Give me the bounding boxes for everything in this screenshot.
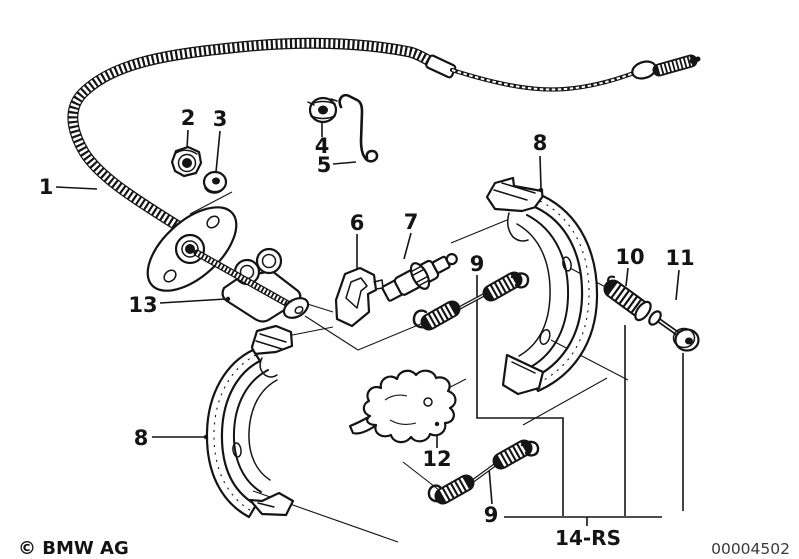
hook-spring: [338, 93, 379, 163]
threaded-rod-clevis: [193, 249, 310, 319]
plate-number: 00004502: [711, 540, 790, 558]
callout-7: 7: [404, 210, 419, 234]
hold-down-spring: [603, 275, 652, 322]
callout-3: 3: [213, 107, 228, 131]
callout-2: 2: [181, 106, 196, 130]
brake-shoe-left: [205, 324, 295, 519]
callout-9-upper: 9: [470, 252, 485, 276]
callout-10: 10: [615, 245, 644, 269]
callout-4: 4: [315, 134, 330, 158]
callout-14rs: 14-RS: [555, 526, 621, 550]
return-spring-upper: [412, 271, 530, 331]
callout-8-right: 8: [533, 131, 548, 155]
leader-lines: [55, 122, 684, 526]
support-bracket: [334, 266, 384, 328]
callout-12: 12: [422, 447, 451, 471]
washer: [202, 170, 228, 194]
brake-shoe-right: [485, 176, 599, 396]
parking-brake-cable: [67, 37, 701, 232]
expander: [348, 369, 457, 444]
callout-8-left: 8: [134, 426, 149, 450]
callout-9-lower: 9: [484, 503, 499, 527]
callout-5: 5: [317, 153, 332, 177]
hex-nut: [170, 145, 203, 178]
hold-down-pin: [648, 310, 700, 352]
callout-labels: 1 2 3 4 5 6 7 8 8 9 9 10 11 12 13 14-RS: [39, 106, 695, 550]
copyright-notice: © BMW AG: [18, 538, 129, 559]
cable-grommet: [307, 96, 338, 124]
callout-11: 11: [665, 246, 694, 270]
adjuster: [381, 252, 458, 302]
return-spring-lower: [427, 439, 540, 505]
callout-13: 13: [128, 293, 157, 317]
callout-6: 6: [350, 211, 365, 235]
leader-dots: [203, 187, 544, 440]
callout-1: 1: [39, 175, 54, 199]
